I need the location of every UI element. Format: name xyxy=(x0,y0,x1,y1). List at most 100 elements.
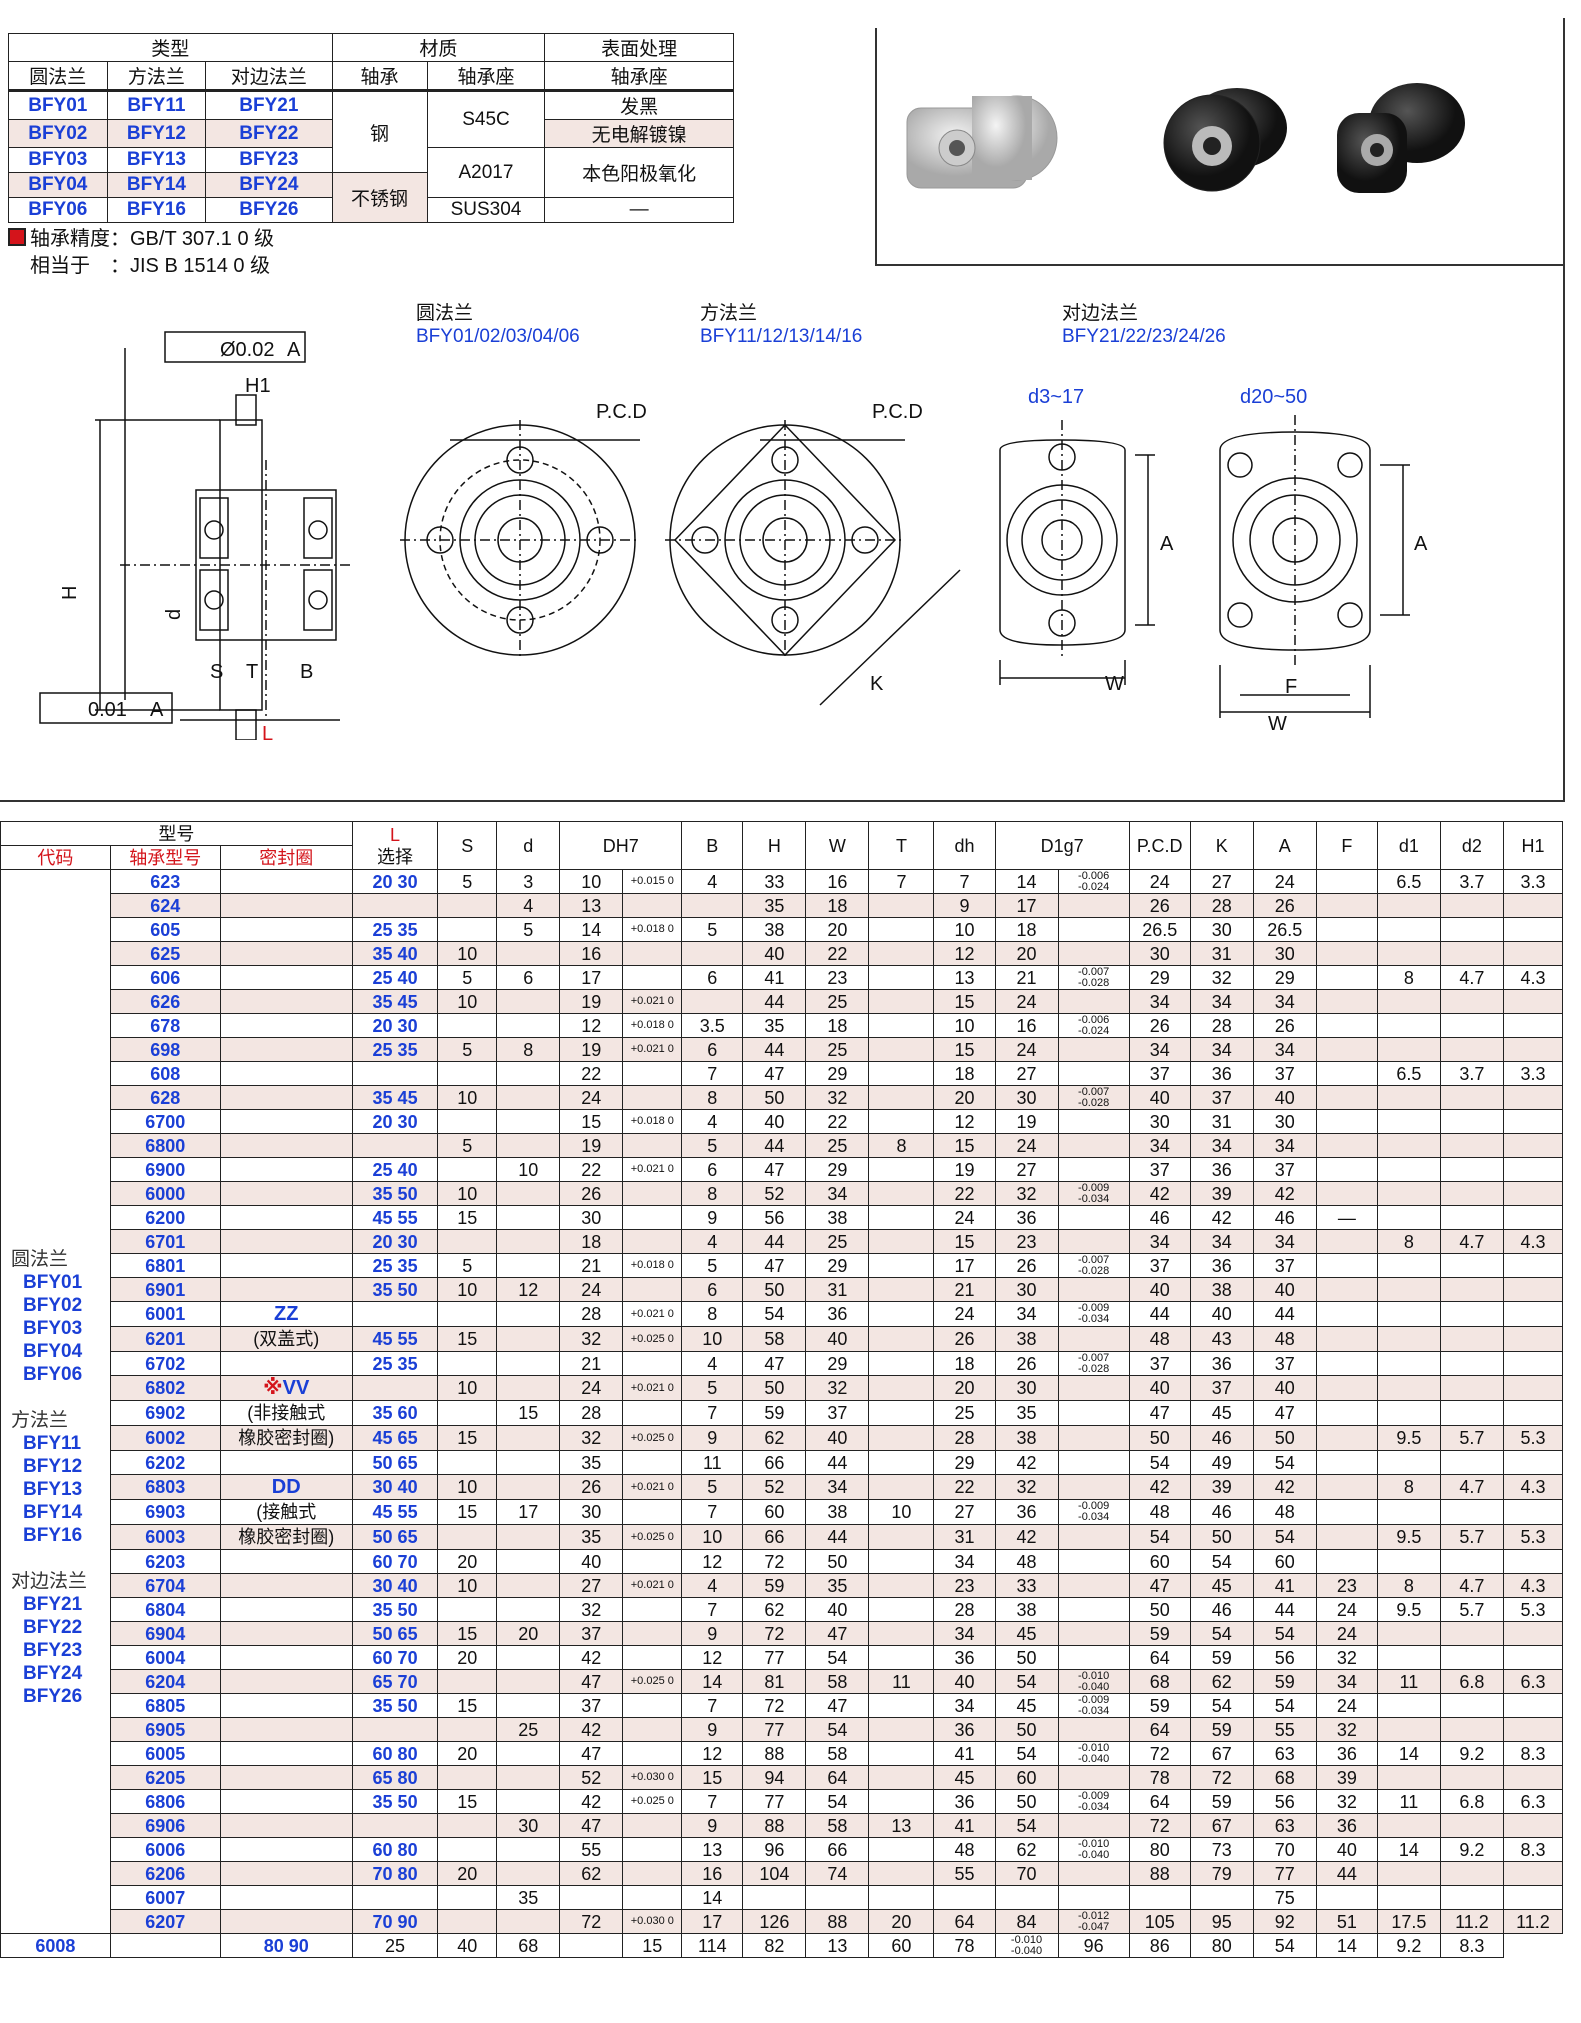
mt-code: BFY12 xyxy=(106,119,207,148)
cell-d xyxy=(496,1909,561,1934)
cell-f xyxy=(1315,1301,1378,1327)
cell-d xyxy=(496,1133,561,1158)
seal-cell xyxy=(219,1253,353,1278)
cell-s xyxy=(437,893,498,918)
cell-bearing: 6005 xyxy=(109,1741,221,1766)
seal-vv: VV xyxy=(282,1377,310,1399)
cell-k: 34 xyxy=(1189,1133,1254,1158)
cell-t xyxy=(868,1789,935,1814)
cell-pcd: 40 xyxy=(1128,1085,1191,1110)
cell-f: 24 xyxy=(1315,1621,1378,1646)
cell-d1g7: 70 xyxy=(994,1861,1059,1886)
cell-f: 39 xyxy=(1315,1765,1378,1790)
cell-w: 54 xyxy=(805,1789,870,1814)
seal-dd-note2: 橡胶密封圈) xyxy=(219,1524,353,1550)
caption-cut-models: BFY21/22/23/24/26 xyxy=(1062,326,1226,347)
cell-pcd: 60 xyxy=(1128,1549,1191,1574)
cell-w: 38 xyxy=(805,1205,870,1230)
cell-b: 4 xyxy=(681,1351,744,1376)
cell-dh: 15 xyxy=(933,989,996,1014)
caption-cut: 对边法兰 BFY21/22/23/24/26 xyxy=(1062,302,1226,348)
th-dh: dh xyxy=(933,821,996,870)
mt-code: BFY01 xyxy=(8,90,108,120)
cell-s: 20 xyxy=(437,1549,498,1574)
cell-f: 23 xyxy=(1315,1573,1378,1598)
cell-d: 25 xyxy=(496,1717,561,1742)
cell-a: 54 xyxy=(1252,1450,1317,1475)
cell-d xyxy=(496,1645,561,1670)
cell-d1g7: 38 xyxy=(994,1597,1059,1622)
cell-d1 xyxy=(1376,1400,1441,1426)
cell-d1g7: 23 xyxy=(994,1229,1059,1254)
mt-code: BFY23 xyxy=(205,147,333,173)
cell-s xyxy=(437,1450,498,1475)
cell-t xyxy=(868,1061,935,1086)
cell-d: 17 xyxy=(496,1499,561,1525)
cell-w: 29 xyxy=(805,1061,870,1086)
caption-square: 方法兰 BFY11/12/13/14/16 xyxy=(700,302,862,348)
side-code: BFY06 xyxy=(23,1364,83,1385)
cell-f xyxy=(1315,1061,1378,1086)
cell-a: 80 xyxy=(1189,1933,1254,1958)
cell-d1 xyxy=(1376,1717,1441,1742)
cell-f xyxy=(1315,1277,1378,1302)
cell-k: 95 xyxy=(1189,1909,1254,1934)
cell-w: 40 xyxy=(805,1597,870,1622)
cell-s xyxy=(437,1837,498,1862)
cell-h1 xyxy=(1502,1277,1564,1302)
cell-d1 xyxy=(1376,1157,1441,1182)
cell-w: 29 xyxy=(805,1157,870,1182)
th-h1: H1 xyxy=(1502,821,1564,870)
cell-a: 75 xyxy=(1252,1885,1317,1910)
cell-l-select xyxy=(351,1813,439,1838)
cell-d xyxy=(496,1765,561,1790)
mt-code: BFY11 xyxy=(106,90,207,120)
cell-d1g7: 20 xyxy=(994,941,1059,966)
cell-d1g7: 24 xyxy=(994,1037,1059,1062)
cell-f: 40 xyxy=(1315,1837,1378,1862)
cell-d2: 11.2 xyxy=(1439,1909,1504,1934)
cell-k: 46 xyxy=(1189,1425,1254,1451)
cell-dh7-tol: +0.030 0 xyxy=(622,1909,683,1934)
cell-d1g7: 32 xyxy=(994,1181,1059,1206)
cell-b: 7 xyxy=(681,1597,744,1622)
cell-w: 47 xyxy=(805,1693,870,1718)
cell-w: 25 xyxy=(805,989,870,1014)
cell-bearing: 6203 xyxy=(109,1549,221,1574)
cell-pcd: 34 xyxy=(1128,1133,1191,1158)
seal-zz-note: (双盖式) xyxy=(219,1326,353,1352)
cell-d1 xyxy=(1376,1693,1441,1718)
cell-b: 17 xyxy=(681,1909,744,1934)
cell-f: 24 xyxy=(1315,1597,1378,1622)
cell-b xyxy=(681,989,744,1014)
cell-d1g7-tol: -0.009 -0.034 xyxy=(1057,1301,1130,1327)
cell-b: 8 xyxy=(681,1085,744,1110)
cell-a: 46 xyxy=(1252,1205,1317,1230)
cell-bearing: 6205 xyxy=(109,1765,221,1790)
seal-cell xyxy=(219,1549,353,1574)
cell-s: 15 xyxy=(437,1326,498,1352)
cell-d1: 6.5 xyxy=(1376,1061,1441,1086)
lbl-a-large: A xyxy=(1414,533,1428,555)
seal-cell xyxy=(219,1645,353,1670)
side-code-list: 圆法兰 BFY01 BFY02 BFY03 BFY04 BFY06 方法兰 BF… xyxy=(1,870,110,1708)
seal-cell xyxy=(219,1205,353,1230)
lbl-h: H xyxy=(59,586,81,600)
cell-pcd: 88 xyxy=(1128,1861,1191,1886)
cell-h: 62 xyxy=(742,1597,807,1622)
cell-d1g7-tol: -0.009 -0.034 xyxy=(1057,1789,1130,1814)
cell-s: 15 xyxy=(437,1693,498,1718)
cell-bearing: 6004 xyxy=(109,1645,221,1670)
cell-bearing: 6903 xyxy=(109,1499,221,1525)
cell-b: 10 xyxy=(681,1326,744,1352)
cell-bearing: 6802 xyxy=(109,1375,221,1401)
cell-b: 10 xyxy=(681,1524,744,1550)
cell-h1: 8.3 xyxy=(1502,1741,1564,1766)
silver-housing-icon xyxy=(906,95,1058,189)
cell-d xyxy=(496,1474,561,1500)
cell-w: 22 xyxy=(805,1109,870,1134)
cell-d2: 4.7 xyxy=(1439,1573,1504,1598)
